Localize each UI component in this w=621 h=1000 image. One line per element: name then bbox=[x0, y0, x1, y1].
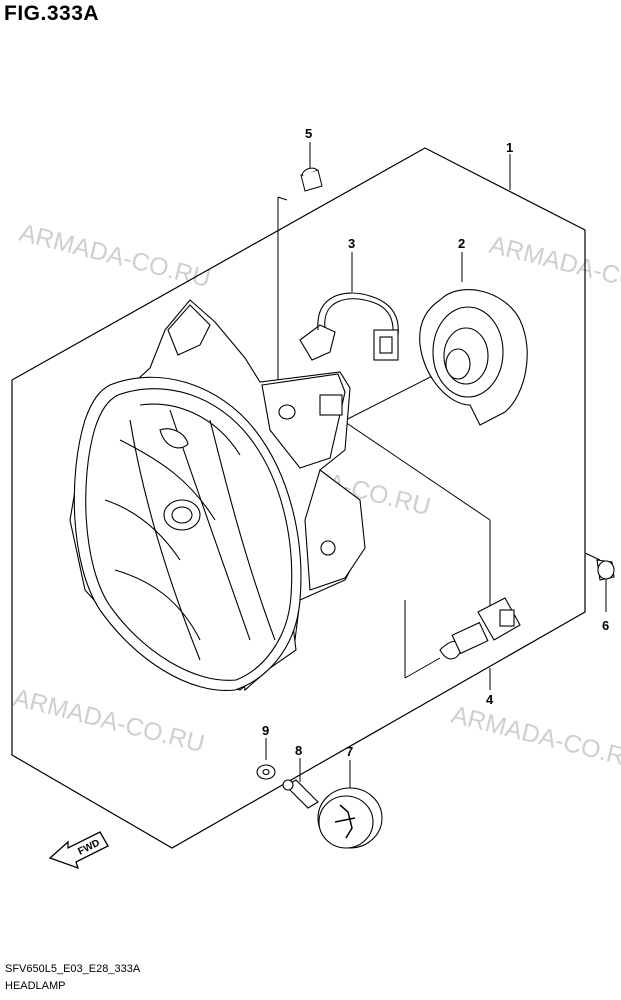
headlight-bulb bbox=[439, 597, 521, 660]
callout-3: 3 bbox=[348, 236, 355, 251]
assembly-box bbox=[11, 147, 586, 849]
stud bbox=[282, 779, 319, 809]
socket-cover bbox=[419, 289, 528, 426]
fwd-arrow: FWD bbox=[48, 831, 109, 870]
callout-7: 7 bbox=[346, 744, 353, 759]
callout-6: 6 bbox=[602, 618, 609, 633]
watermark: ARMADA-CO.RU bbox=[487, 231, 621, 306]
position-bulb bbox=[300, 167, 323, 192]
headlamp-lens bbox=[73, 376, 302, 692]
cap bbox=[317, 787, 383, 849]
callout-8: 8 bbox=[295, 743, 302, 758]
figure-code: SFV650L5_E03_E28_333A bbox=[5, 963, 141, 975]
screw bbox=[584, 552, 615, 581]
callout-2: 2 bbox=[458, 236, 465, 251]
callout-1: 1 bbox=[506, 140, 513, 155]
callout-4: 4 bbox=[486, 692, 494, 707]
watermark: ARMADA-CO.RU bbox=[17, 219, 214, 294]
figure-name: HEADLAMP bbox=[5, 980, 66, 992]
watermark: ARMADA-CO.RU bbox=[449, 701, 621, 776]
callout-5: 5 bbox=[305, 126, 312, 141]
watermark: ARMADA-CO.RU bbox=[11, 684, 208, 759]
callouts: 1 2 3 4 5 6 7 8 9 bbox=[262, 126, 609, 759]
washer bbox=[256, 764, 276, 780]
bulb-socket-harness bbox=[299, 292, 399, 361]
leader-lines bbox=[265, 142, 607, 790]
figure-title: FIG.333A bbox=[4, 2, 100, 25]
callout-9: 9 bbox=[262, 723, 269, 738]
